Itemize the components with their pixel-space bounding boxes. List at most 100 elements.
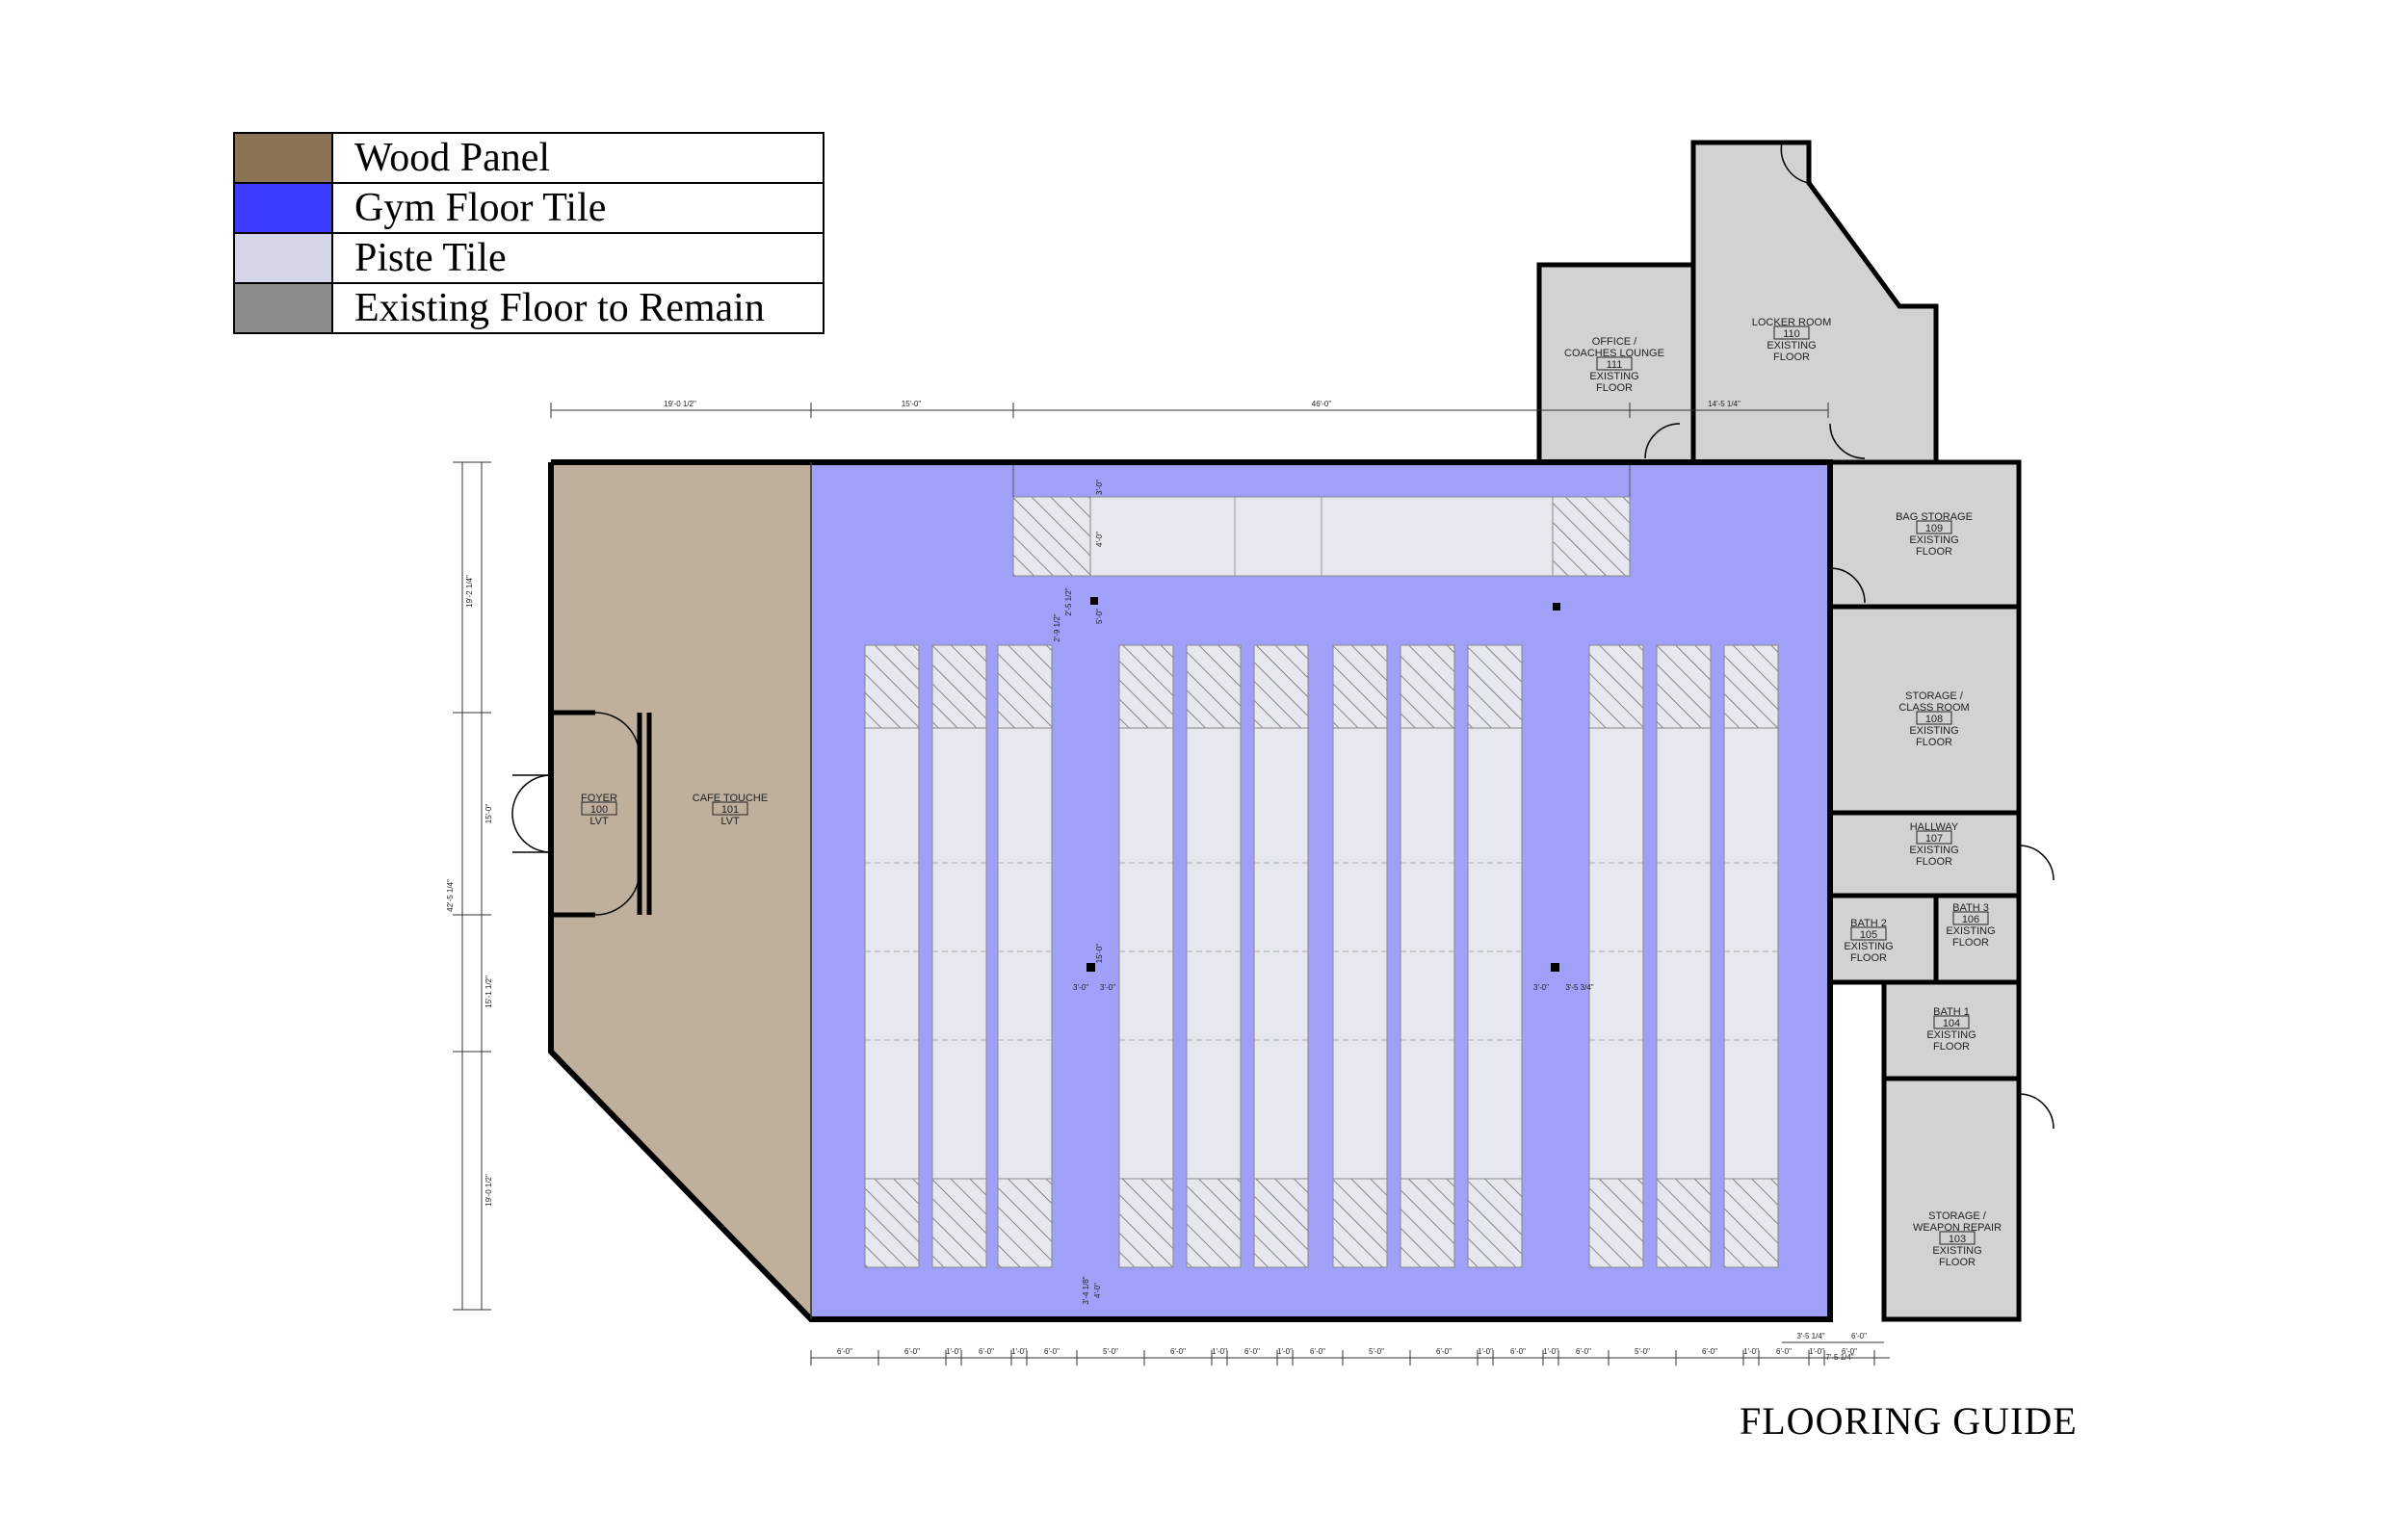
piste-strip [1253, 644, 1309, 1268]
dimension-label: 6'-0" [904, 1347, 920, 1356]
dimension-label: 3'-0" [1100, 983, 1115, 992]
legend-row: Existing Floor to Remain [233, 282, 824, 334]
dimension-label: 6'-0" [1436, 1347, 1452, 1356]
room-text: EXISTING [1589, 371, 1638, 382]
piste-strip [1467, 644, 1523, 1268]
room-text: LVT [720, 816, 740, 827]
room-text: LOCKER ROOM [1752, 317, 1832, 328]
piste-strip [864, 644, 920, 1268]
room-text: BATH 1 [1933, 1006, 1970, 1018]
room-text: 111 [1607, 359, 1623, 371]
dimension-label: 1'-0" [1478, 1347, 1493, 1356]
bath1-room [1881, 979, 2022, 1081]
room-text: COACHES LOUNGE [1564, 348, 1664, 359]
room-text: HALLWAY [1910, 821, 1959, 833]
dimension-label: 6'-0" [979, 1347, 994, 1356]
room-text: FLOOR [1952, 937, 1989, 949]
room-text: CAFE TOUCHE [693, 793, 768, 804]
room-text: STORAGE / [1905, 690, 1964, 702]
piste-strip [1400, 644, 1455, 1268]
room-text: 109 [1925, 523, 1943, 534]
room-text: EXISTING [1909, 845, 1958, 856]
legend-swatch-piste [233, 232, 333, 284]
room-text: 107 [1925, 833, 1943, 845]
room-text: EXISTING [1946, 925, 1995, 937]
piste-strip [931, 644, 987, 1268]
piste-strip [1118, 644, 1174, 1268]
dimension-label: 3'-0" [1095, 480, 1104, 495]
weapon-room [1881, 1076, 2022, 1322]
room-text: EXISTING [1844, 941, 1893, 952]
exterior-wall [548, 459, 1833, 1322]
legend-swatch-gym [233, 182, 333, 234]
legend-row: Gym Floor Tile [233, 182, 824, 234]
dimension-label: 46'-0" [1312, 400, 1332, 408]
piste-strip [1723, 644, 1779, 1268]
piste-strips [864, 644, 1779, 1268]
dimension-label: 1'-0" [1011, 1347, 1027, 1356]
room-text: FLOOR [1916, 546, 1952, 558]
dimension-label: 6'-0" [1842, 1347, 1857, 1356]
room-text: FLOOR [1939, 1257, 1976, 1268]
dimension-label: 3'-5 3/4" [1565, 983, 1593, 992]
room-text: FLOOR [1916, 856, 1952, 868]
dimension-label: 2'-5 1/2" [1064, 587, 1073, 615]
dimension-label: 6'-0" [1776, 1347, 1792, 1356]
room-text: FLOOR [1916, 737, 1952, 748]
dimension-label: 1'-0" [1809, 1347, 1824, 1356]
dimension-label: 5'-0" [1635, 1347, 1650, 1356]
room-text: BAG STORAGE [1896, 511, 1973, 523]
dimension-label: 19'-2 1/4" [465, 575, 474, 608]
dimension-label: 6'-0" [1244, 1347, 1260, 1356]
dimension-label: 1'-0" [1212, 1347, 1227, 1356]
room-text: OFFICE / [1592, 336, 1637, 348]
dimension-label: 5'-0" [1369, 1347, 1384, 1356]
dimension-label: 15'-0" [902, 400, 922, 408]
room-text: FLOOR [1850, 952, 1887, 964]
dimension-label: 1'-0" [946, 1347, 961, 1356]
room-text: FLOOR [1596, 382, 1633, 394]
piste-strip [1332, 644, 1388, 1268]
dimension-label: 6'-0" [1170, 1347, 1186, 1356]
piste-strip [1656, 644, 1712, 1268]
room-text: 106 [1962, 914, 1979, 925]
room-text: FOYER [581, 793, 617, 804]
dimension-label: 3'-0" [1073, 983, 1088, 992]
existing-floor-rooms [1536, 140, 2022, 1322]
dimension-label: 1'-0" [1743, 1347, 1759, 1356]
room-text: 104 [1943, 1018, 1960, 1029]
piste-strip [1588, 644, 1644, 1268]
room-text: CLASS ROOM [1898, 702, 1969, 714]
legend-row: Piste Tile [233, 232, 824, 284]
dimension-label: 5'-0" [1095, 609, 1104, 624]
piste-strip [1186, 644, 1242, 1268]
dimension-label: 15'-0" [484, 804, 493, 824]
room-text: LVT [589, 816, 609, 827]
dimension-label: 6'-0" [1702, 1347, 1717, 1356]
dimension-label: 15'-1 1/2" [484, 976, 493, 1008]
piste-strip [997, 644, 1053, 1268]
dimension-label: 15'-0" [1095, 944, 1104, 964]
dimension-label: 1'-0" [1277, 1347, 1293, 1356]
dimension-label: 4'-0" [1095, 532, 1104, 547]
dimension-label: 42'-5 1/4" [446, 879, 455, 912]
legend-label: Existing Floor to Remain [331, 282, 824, 334]
foyer-walls [551, 710, 652, 918]
locker-room [1690, 140, 1939, 465]
dimension-label: 19'-0 1/2" [664, 400, 696, 408]
legend-label: Piste Tile [331, 232, 824, 284]
dimension-label: 19'-0 1/2" [484, 1174, 493, 1207]
legend-row: Wood Panel [233, 132, 824, 184]
legend-label: Wood Panel [331, 132, 824, 184]
room-text: WEAPON REPAIR [1913, 1222, 2002, 1234]
dimension-label: 6'-0" [1044, 1347, 1060, 1356]
room-text: EXISTING [1909, 725, 1958, 737]
room-text: 108 [1925, 714, 1943, 725]
room-text: FLOOR [1773, 351, 1810, 363]
room-text: STORAGE / [1928, 1210, 1987, 1222]
